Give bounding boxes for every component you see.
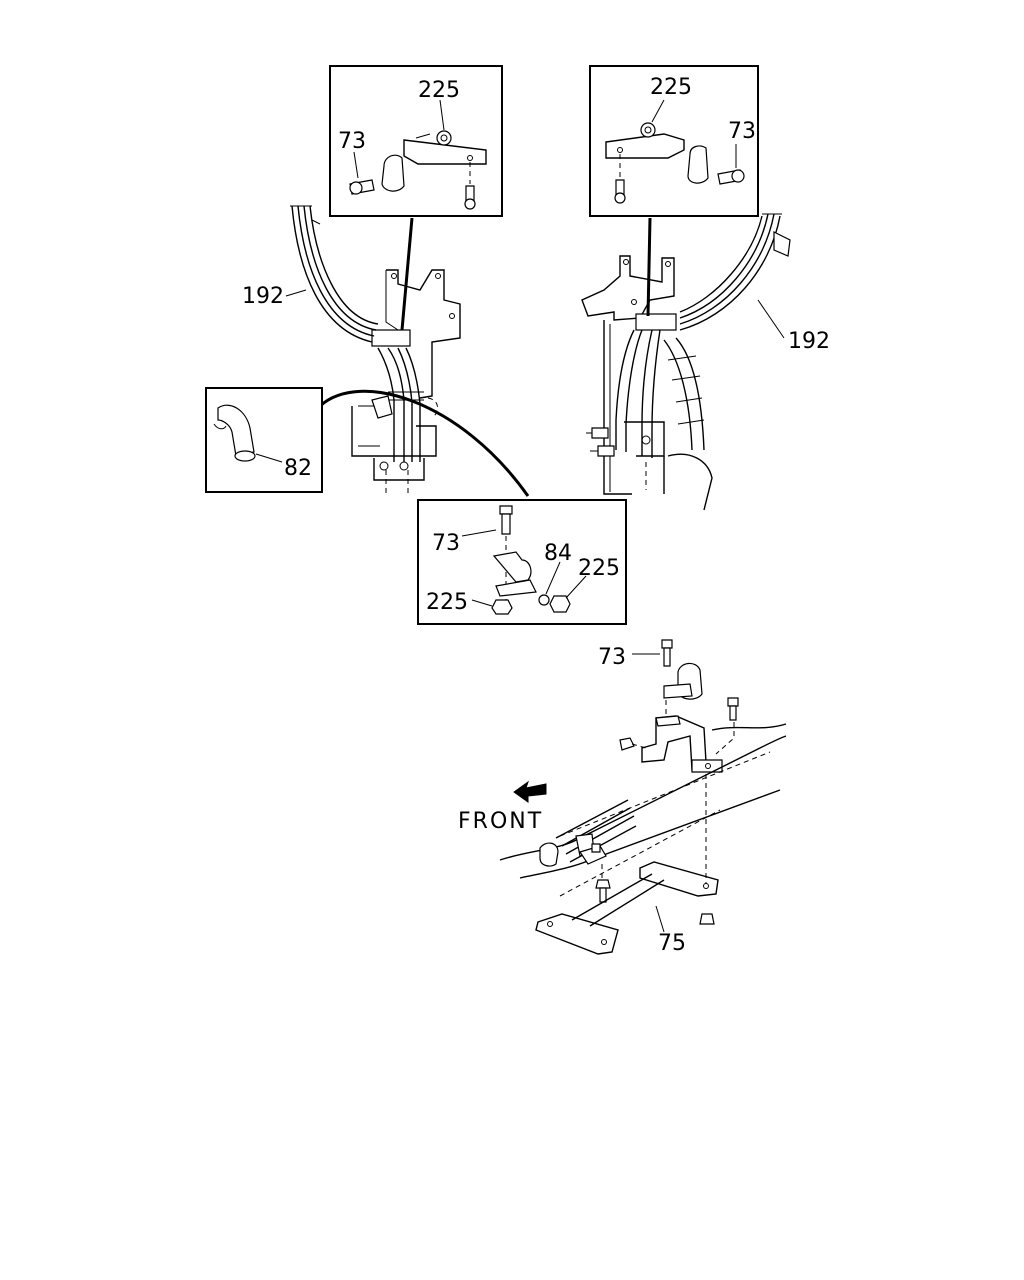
callout-tl-225: 225 (418, 78, 460, 103)
detail-box-82 (205, 387, 323, 493)
callout-82: 82 (284, 456, 312, 481)
callout-center-225-right: 225 (578, 556, 620, 581)
callout-left-192: 192 (242, 284, 284, 309)
right-frame-assembly (581, 213, 791, 511)
leader-tr (646, 217, 652, 317)
callout-bottom-75: 75 (658, 931, 686, 956)
bottom-assembly (499, 639, 787, 955)
callout-right-192: 192 (788, 329, 830, 354)
detail-box-top-right (589, 65, 759, 217)
callout-tr-73: 73 (728, 119, 756, 144)
leader-tl (400, 217, 414, 331)
callout-center-84: 84 (544, 541, 572, 566)
callout-center-225-left: 225 (426, 590, 468, 615)
callout-tl-73: 73 (338, 129, 366, 154)
detail-box-center (417, 499, 627, 625)
callout-tr-225: 225 (650, 75, 692, 100)
callout-center-73: 73 (432, 531, 460, 556)
detail-box-top-left (329, 65, 503, 217)
callout-bottom-73: 73 (598, 645, 626, 670)
front-label: FRONT (458, 809, 543, 834)
front-arrow-icon (513, 780, 547, 803)
left-frame-assembly (290, 205, 530, 497)
